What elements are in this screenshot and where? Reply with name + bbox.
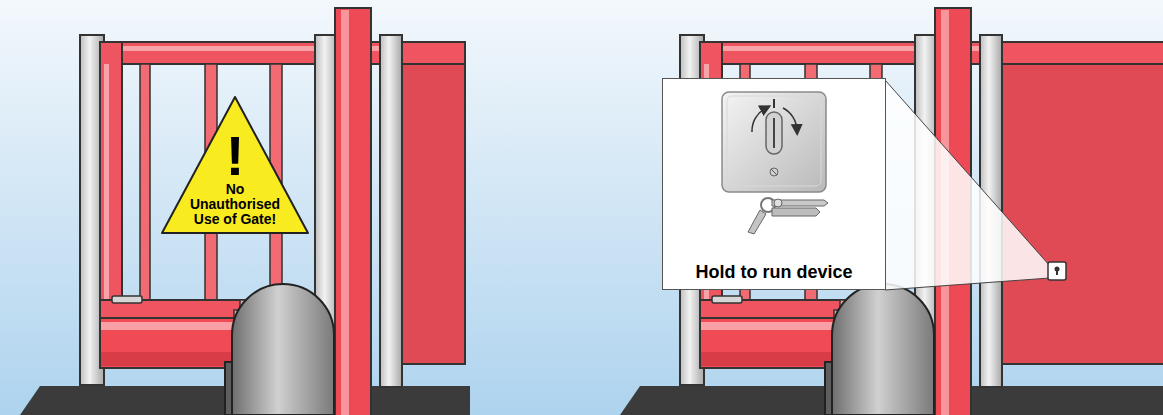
left-gate <box>80 8 402 415</box>
callout-leader <box>885 80 1050 290</box>
warning-sign: !No Unauthorised Use of Gate! <box>160 95 310 235</box>
warning-text: No Unauthorised Use of Gate! <box>185 182 285 227</box>
callout-box: Hold to run device <box>662 78 886 290</box>
key-switch-icon <box>1048 262 1066 280</box>
exclamation-mark: ! <box>226 132 245 180</box>
callout-caption: Hold to run device <box>695 261 852 283</box>
